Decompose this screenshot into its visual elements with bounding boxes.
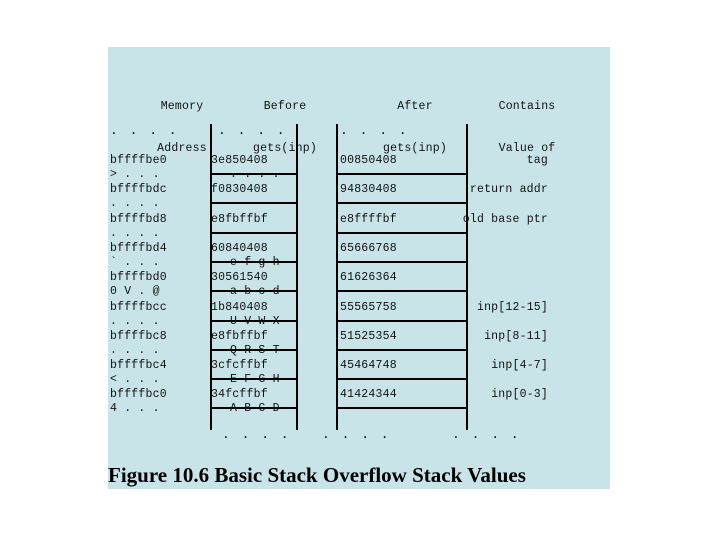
- header-before-line2: gets(inp): [253, 142, 317, 155]
- header-memory-address: Memory Address: [142, 72, 222, 170]
- before-right-line: [296, 124, 298, 430]
- row-ascii: . . . .: [110, 344, 160, 357]
- header-contains: Contains Value of: [484, 72, 570, 170]
- row-address: bffffbd8: [110, 213, 167, 226]
- header-before: Before gets(inp): [240, 72, 330, 170]
- after-left-line: [336, 124, 338, 430]
- row-chars: e f g h: [230, 256, 280, 269]
- before-row-divider: [210, 232, 298, 234]
- row-after-value: 94830408: [340, 183, 397, 196]
- row-after-value: 55565758: [340, 301, 397, 314]
- before-row-divider: [210, 261, 298, 263]
- header-after-line1: After: [397, 100, 433, 113]
- row-address: bffffbd4: [110, 242, 167, 255]
- after-row-divider: [336, 232, 468, 234]
- row-contains: tag: [526, 154, 548, 167]
- row-before-value: 3cfcffbf: [211, 359, 268, 372]
- row-before-value: 34fcffbf: [211, 388, 268, 401]
- figure-caption: Figure 10.6 Basic Stack Overflow Stack V…: [108, 463, 526, 487]
- row-ascii: > . . .: [110, 168, 160, 181]
- header-contains-line2: Value of: [498, 142, 556, 155]
- after-row-divider: [336, 320, 468, 322]
- row-contains: inp[8-11]: [484, 330, 548, 343]
- row-after-value: 45464748: [340, 359, 397, 372]
- header-contains-line1: Contains: [498, 100, 556, 113]
- row-before-value: e8fbffbf: [211, 330, 268, 343]
- row-address: bffffbd0: [110, 271, 167, 284]
- before-row-divider: [210, 173, 298, 175]
- top-dots-before: . . . .: [218, 123, 287, 138]
- after-row-divider: [336, 349, 468, 351]
- row-address: bffffbc8: [110, 330, 167, 343]
- row-chars: A B C D: [230, 402, 280, 415]
- row-before-value: f0830408: [211, 183, 268, 196]
- row-address: bffffbc4: [110, 359, 167, 372]
- row-after-value: 61626364: [340, 271, 397, 284]
- row-address: bffffbc0: [110, 388, 167, 401]
- after-row-divider: [336, 173, 468, 175]
- row-ascii: . . . .: [110, 315, 160, 328]
- row-after-value: e8ffffbf: [340, 213, 397, 226]
- row-contains: inp[0-3]: [491, 388, 548, 401]
- row-after-value: 41424344: [340, 388, 397, 401]
- after-row-divider: [336, 407, 468, 409]
- after-row-divider: [336, 378, 468, 380]
- before-left-line: [210, 124, 212, 430]
- before-row-divider: [210, 378, 298, 380]
- before-row-divider: [210, 320, 298, 322]
- top-dots-address: . . . .: [110, 123, 179, 138]
- row-contains: return addr: [469, 183, 548, 196]
- row-address: bffffbcc: [110, 301, 167, 314]
- stack-diagram-panel: [108, 47, 610, 489]
- header-memory-address-line2: Address: [157, 142, 207, 155]
- row-after-value: 51525354: [340, 330, 397, 343]
- row-before-value: 1b840408: [211, 301, 268, 314]
- row-chars: Q R S T: [230, 344, 280, 357]
- row-ascii: < . . .: [110, 373, 160, 386]
- header-after: After gets(inp): [370, 72, 460, 170]
- before-row-divider: [210, 407, 298, 409]
- row-chars: E F G H: [230, 373, 280, 386]
- row-ascii: . . . .: [110, 227, 160, 240]
- after-row-divider: [336, 290, 468, 292]
- row-contains: inp[12-15]: [476, 301, 548, 314]
- row-contains: old base ptr: [462, 213, 548, 226]
- header-after-line2: gets(inp): [383, 142, 447, 155]
- row-ascii: 0 V . @: [110, 285, 160, 298]
- row-after-value: 65666768: [340, 242, 397, 255]
- row-chars: . . . .: [230, 168, 280, 181]
- row-address: bffffbdc: [110, 183, 167, 196]
- after-row-divider: [336, 202, 468, 204]
- bottom-dots-before: . . . .: [222, 427, 291, 442]
- bottom-dots-contains: . . . .: [452, 427, 521, 442]
- row-before-value: 3e850408: [211, 154, 268, 167]
- after-right-line: [466, 124, 468, 430]
- before-row-divider: [210, 349, 298, 351]
- row-chars: U V W X: [230, 315, 280, 328]
- row-address: bffffbe0: [110, 154, 167, 167]
- row-contains: inp[4-7]: [491, 359, 548, 372]
- top-dots-after: . . . .: [340, 123, 409, 138]
- bottom-dots-after: . . . .: [322, 427, 391, 442]
- row-chars: a b c d: [230, 285, 280, 298]
- row-ascii: . . . .: [110, 197, 160, 210]
- before-row-divider: [210, 202, 298, 204]
- after-row-divider: [336, 261, 468, 263]
- header-memory-address-line1: Memory: [160, 100, 204, 113]
- row-before-value: e8fbffbf: [211, 213, 268, 226]
- row-ascii: 4 . . .: [110, 402, 160, 415]
- row-before-value: 30561540: [211, 271, 268, 284]
- header-before-line1: Before: [263, 100, 307, 113]
- row-ascii: ` . . .: [110, 256, 160, 269]
- before-row-divider: [210, 290, 298, 292]
- row-after-value: 00850408: [340, 154, 397, 167]
- row-before-value: 60840408: [211, 242, 268, 255]
